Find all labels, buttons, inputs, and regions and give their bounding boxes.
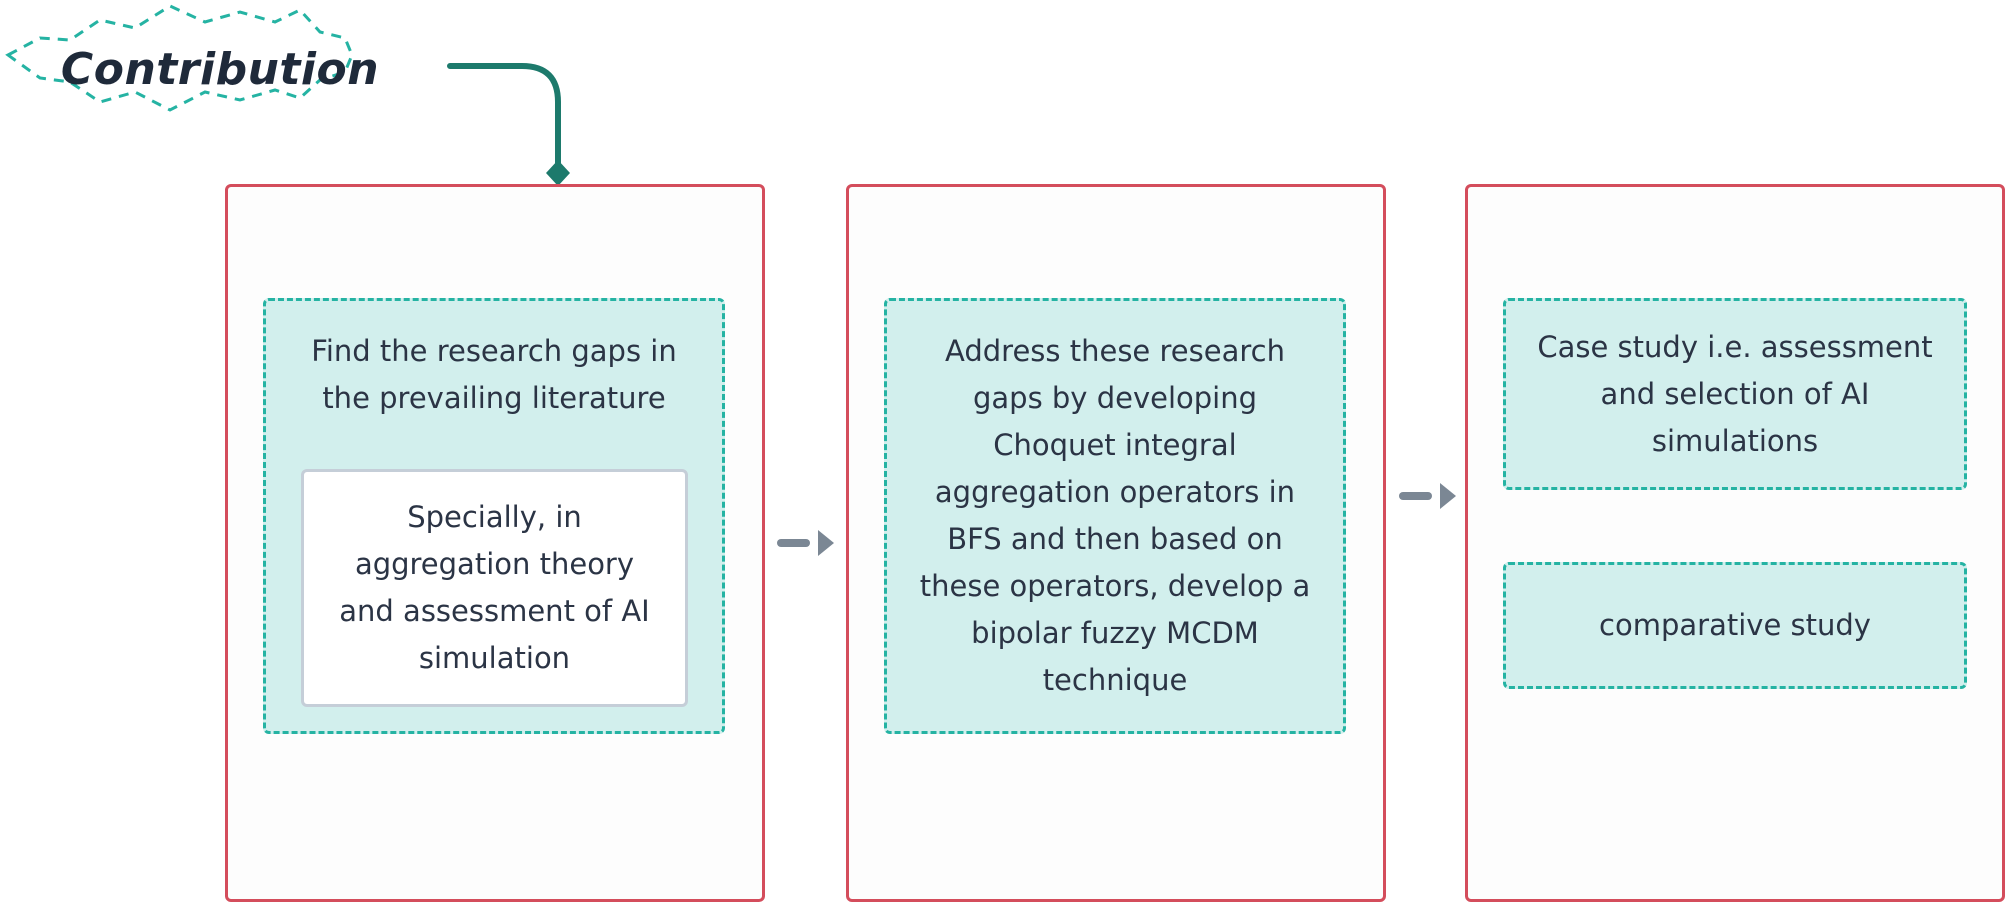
title-starburst-shape bbox=[5, 4, 354, 112]
arrow-panel1-to-panel2 bbox=[777, 530, 834, 556]
specially-note-text: Specially, in aggregation theory and ass… bbox=[339, 500, 650, 675]
address-gaps-box: Address these research gaps by developin… bbox=[884, 298, 1346, 734]
connector-diamond bbox=[546, 160, 570, 186]
case-study-text: Case study i.e. assessment and selection… bbox=[1537, 329, 1933, 458]
case-study-box: Case study i.e. assessment and selection… bbox=[1503, 298, 1967, 490]
diagram-title: Contribution bbox=[60, 43, 380, 95]
address-gaps-text: Address these research gaps by developin… bbox=[919, 334, 1311, 697]
comparative-study-text: comparative study bbox=[1599, 608, 1871, 642]
specially-note-box: Specially, in aggregation theory and ass… bbox=[301, 469, 688, 707]
panel-case-study bbox=[1465, 184, 2005, 902]
title-connector-line bbox=[447, 63, 561, 173]
comparative-study-box: comparative study bbox=[1503, 562, 1967, 689]
find-gaps-text: Find the research gaps in the prevailing… bbox=[311, 334, 677, 415]
arrow-panel2-to-panel3 bbox=[1399, 483, 1456, 509]
